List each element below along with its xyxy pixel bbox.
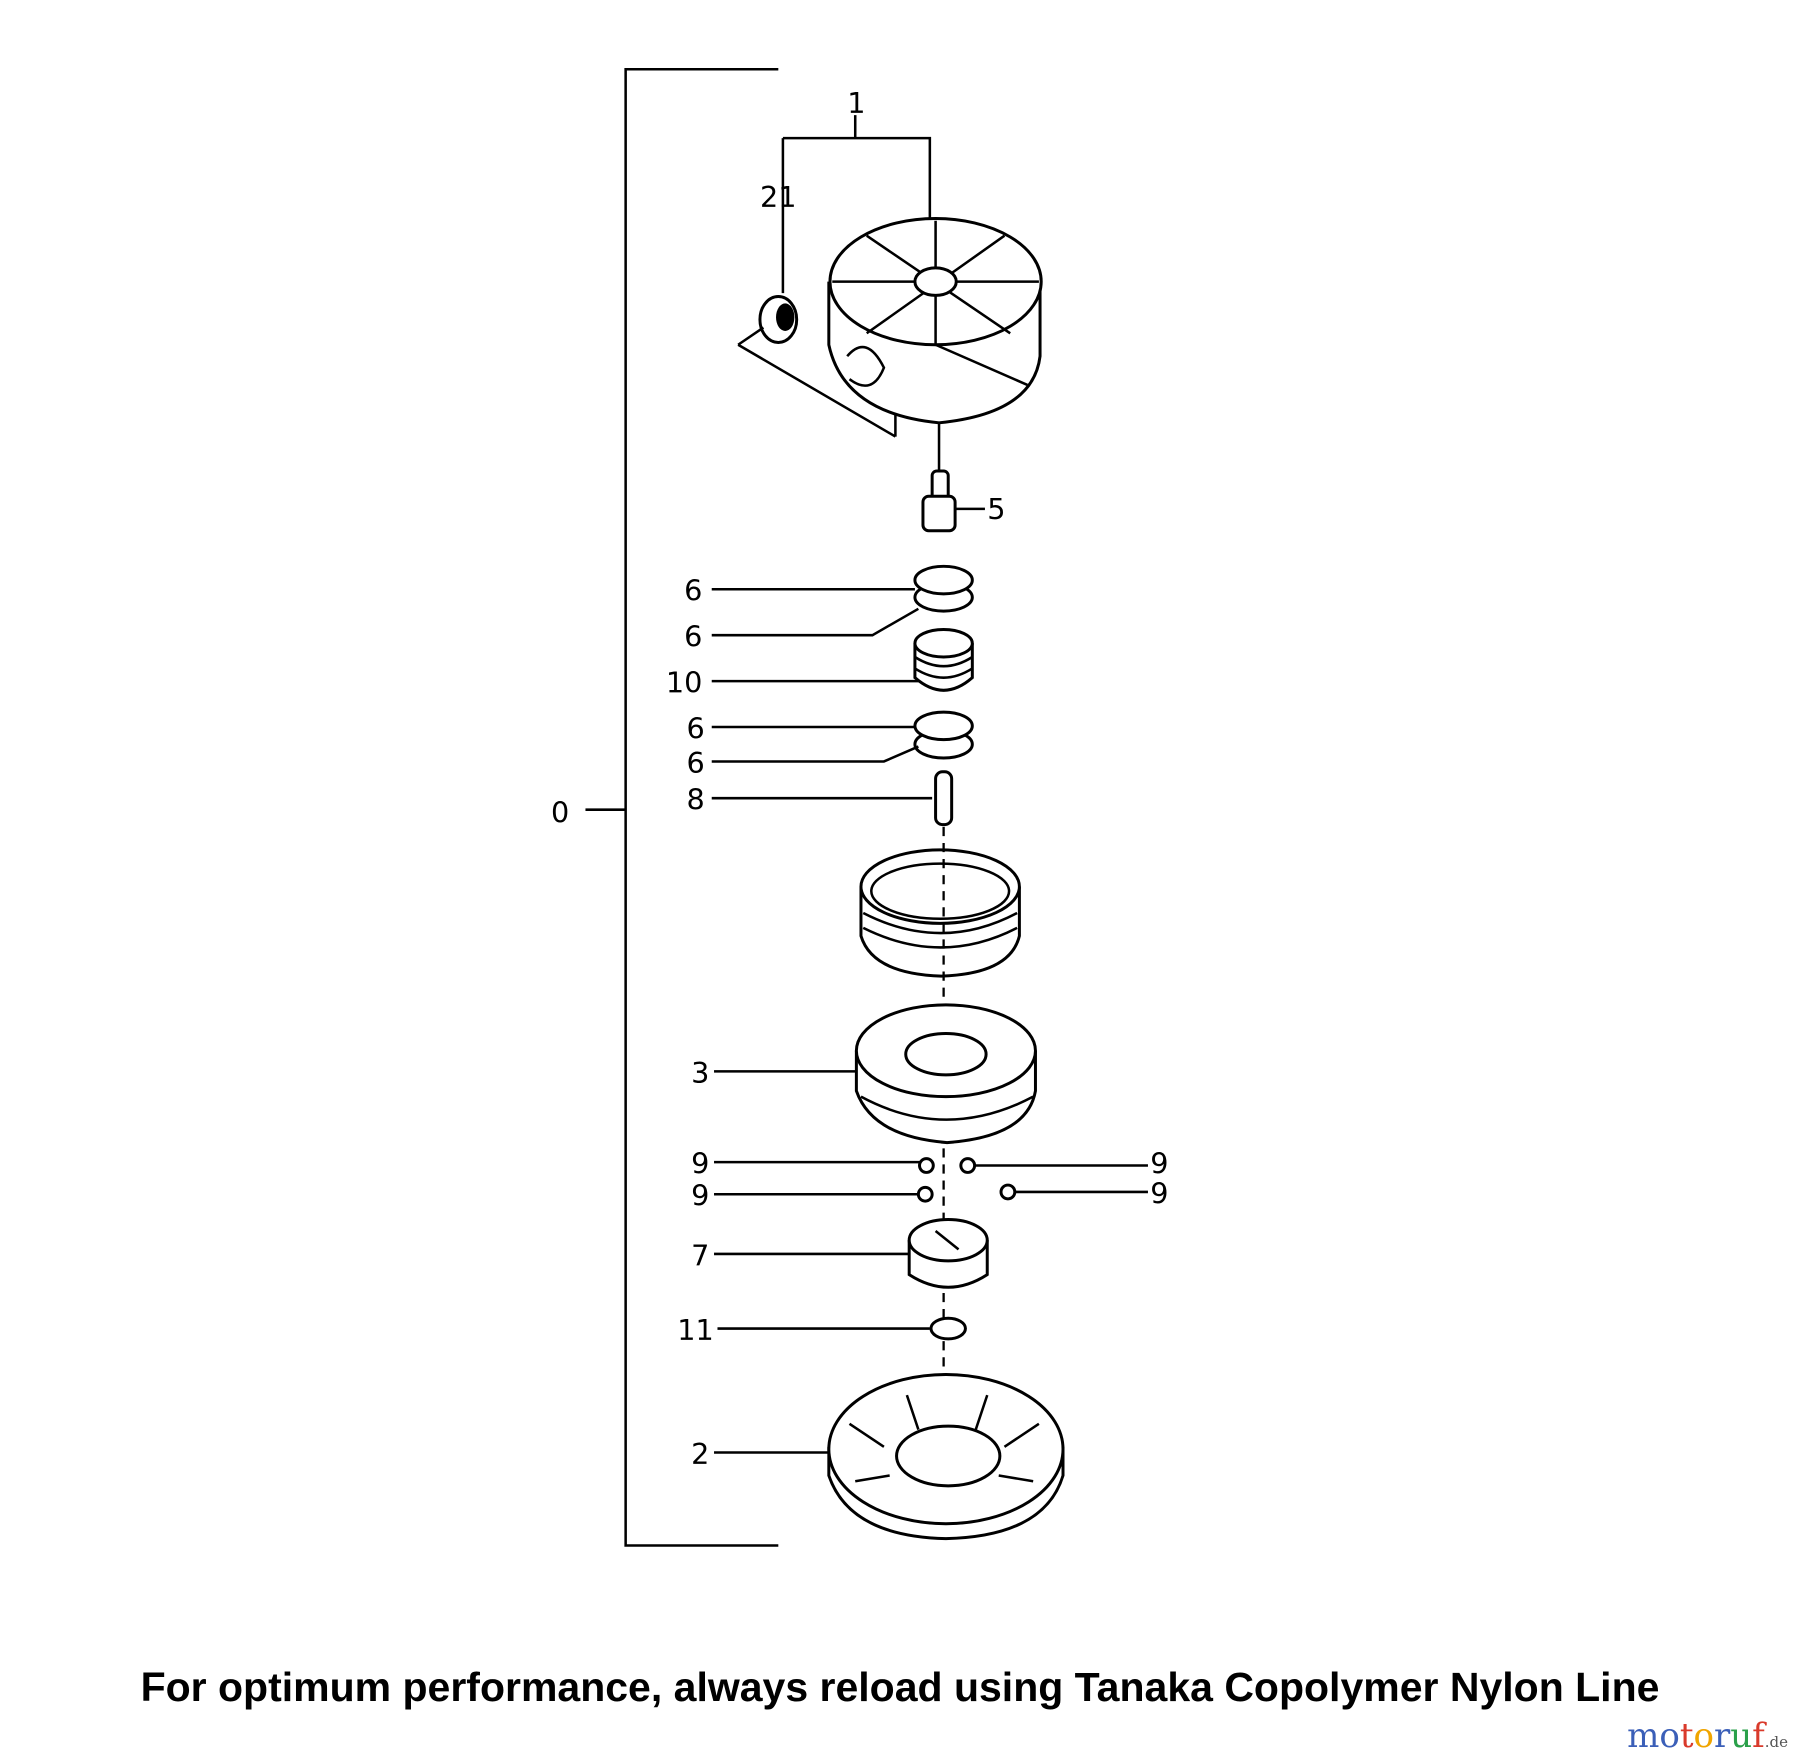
bolt-part	[921, 469, 985, 533]
watermark-logo: motoruf.de	[1627, 1716, 1788, 1756]
leader-lines-washers	[711, 588, 933, 800]
washer-11-part	[929, 1316, 967, 1341]
leader-9	[714, 1160, 1148, 1196]
label-9b: 9	[1150, 1147, 1168, 1181]
label-1: 1	[847, 86, 865, 120]
washer-stack-part	[913, 564, 974, 827]
label-10: 10	[666, 666, 703, 700]
assembly-bracket	[585, 67, 779, 1547]
label-9a: 9	[691, 1147, 709, 1181]
label-5: 5	[987, 492, 1005, 526]
spool-part	[854, 1003, 1037, 1145]
label-8: 8	[686, 783, 704, 817]
base-part	[827, 1372, 1065, 1541]
label-3: 3	[691, 1056, 709, 1090]
label-6b: 6	[684, 620, 702, 654]
label-6c: 6	[686, 712, 704, 746]
cam-part	[907, 1218, 989, 1289]
cover-part	[827, 216, 1043, 472]
ball-parts	[916, 1157, 1017, 1203]
caption: For optimum performance, always reload u…	[140, 1664, 1660, 1710]
label-7: 7	[691, 1238, 709, 1272]
label-11: 11	[677, 1313, 714, 1347]
ring-part	[859, 848, 1021, 978]
label-0: 0	[551, 795, 569, 829]
label-21: 21	[760, 180, 797, 214]
label-6a: 6	[684, 574, 702, 608]
label-9d: 9	[1150, 1176, 1168, 1210]
label-9c: 9	[691, 1179, 709, 1213]
label-6d: 6	[686, 746, 704, 780]
label-2: 2	[691, 1437, 709, 1471]
leader-1	[781, 115, 932, 294]
